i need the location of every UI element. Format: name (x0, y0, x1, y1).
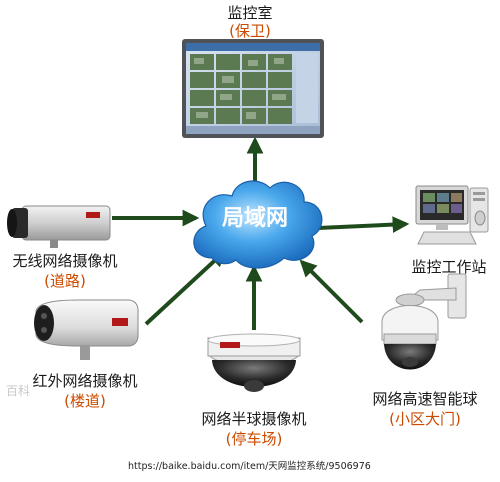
workstation-label: 监控工作站 (411, 258, 487, 276)
watermark: 百科 (6, 384, 31, 398)
arrows (112, 136, 410, 330)
wireless-camera-label: 无线网络摄像机 (12, 252, 118, 270)
monitor-room-sublabel: (保卫) (229, 22, 271, 40)
infrared-camera-sublabel: (楼道) (64, 392, 106, 410)
dome-camera-icon (207, 333, 301, 392)
arrow-to-workstation (317, 216, 410, 234)
wireless-camera-sublabel: (道路) (44, 272, 86, 290)
infrared-camera-icon (34, 299, 139, 360)
infrared-camera-label: 红外网络摄像机 (32, 372, 138, 390)
monitor-room-screen-icon (182, 39, 324, 138)
arrow-from-infrared-camera (144, 249, 227, 326)
dome-camera-label: 网络半球摄像机 (201, 410, 307, 428)
wireless-camera-icon (7, 205, 111, 248)
speed-dome-label: 网络高速智能球 (372, 390, 478, 408)
dome-camera-sublabel: (停车场) (225, 430, 283, 448)
footer-url: https://baike.baidu.com/item/天网监控系统/9506… (128, 461, 371, 472)
speed-dome-sublabel: (小区大门) (389, 410, 461, 428)
speed-dome-icon (381, 273, 467, 370)
monitor-room-label: 监控室 (227, 4, 273, 22)
arrow-from-speed-dome (299, 259, 364, 324)
workstation-computer-icon (415, 185, 489, 245)
lan-cloud-icon (193, 180, 323, 269)
lan-label: 局域网 (221, 206, 288, 231)
